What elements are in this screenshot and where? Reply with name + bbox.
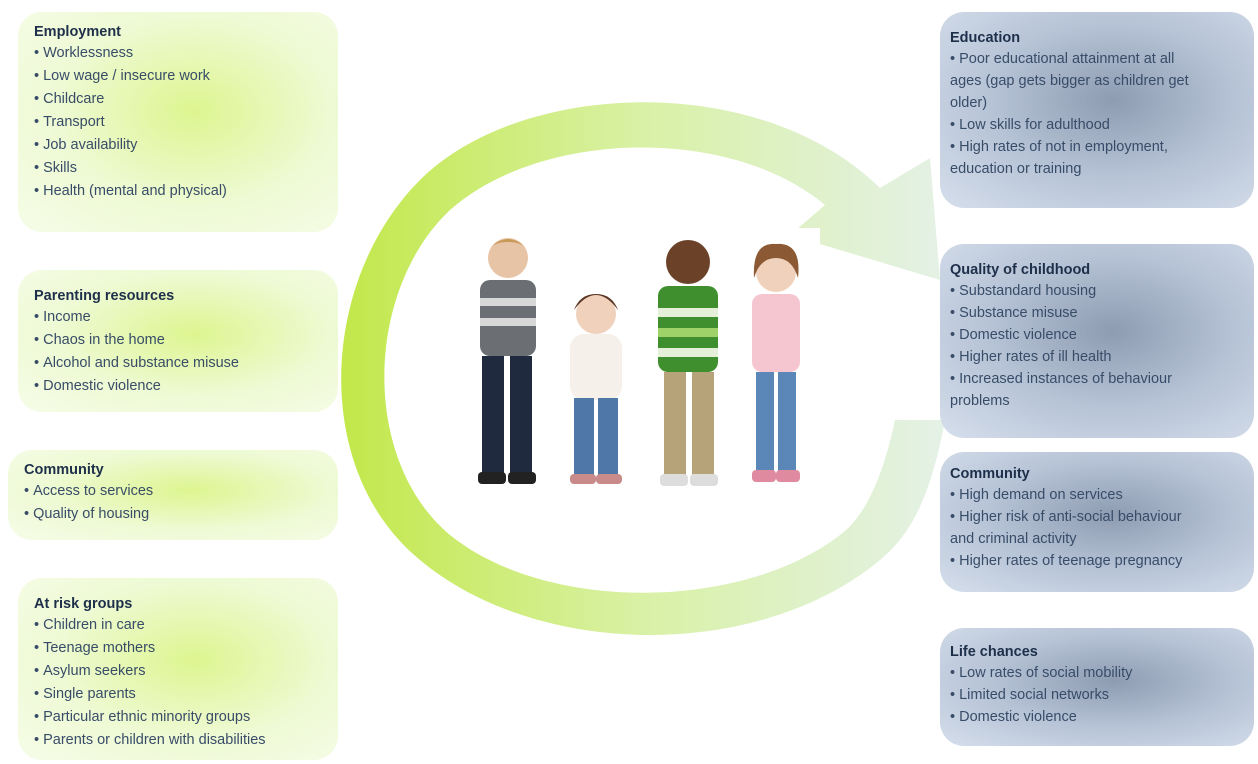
child-figure-1 [478,238,536,484]
list-line: education or training [950,161,1082,177]
quality-of-childhood-box: Quality of childhood • Substandard housi… [940,244,1254,438]
community-right-box: Community • High demand on services • Hi… [940,452,1254,592]
child-figure-2 [570,294,622,484]
list-item: Single parents [34,683,328,706]
list-item: Alcohol and substance misuse [34,352,328,375]
box-title: Life chances [950,644,1038,660]
list-item: Skills [34,157,328,180]
list-line: • Domestic violence [950,709,1077,725]
list-line: • Limited social networks [950,687,1109,703]
box-title: Quality of childhood [950,262,1091,278]
list-item: Income [34,306,328,329]
list-line: • Higher risk of anti-social behaviour [950,509,1182,525]
list-line: • Substance misuse [950,305,1078,321]
list-item: Teenage mothers [34,637,328,660]
education-box: Education • Poor educational attainment … [940,12,1254,208]
list-line: • Domestic violence [950,327,1077,343]
child-figure-4 [752,243,800,482]
list-line: • High rates of not in employment, [950,139,1168,155]
list-item: Job availability [34,134,328,157]
list-line: • Higher rates of teenage pregnancy [950,553,1183,569]
list-item: Parents or children with disabilities [34,729,328,752]
list-item: Low wage / insecure work [34,65,328,88]
list-line: and criminal activity [950,531,1077,547]
list-item: Access to services [24,480,328,503]
list-line: • Poor educational attainment at all [950,51,1175,67]
box-title: Community [24,462,104,478]
list-item: Transport [34,111,328,134]
life-chances-box: Life chances • Low rates of social mobil… [940,628,1254,746]
employment-box: Employment Worklessness Low wage / insec… [18,12,338,232]
list-line: problems [950,393,1010,409]
parenting-resources-box: Parenting resources Income Chaos in the … [18,270,338,412]
box-title: Education [950,30,1021,46]
box-title: Community [950,466,1030,482]
list-item: Particular ethnic minority groups [34,706,328,729]
list-item: Chaos in the home [34,329,328,352]
list-item: Children in care [34,614,328,637]
child-figure-3 [658,240,718,486]
list-item: Asylum seekers [34,660,328,683]
list-item: Quality of housing [24,503,328,526]
list-line: • High demand on services [950,487,1123,503]
list-line: older) [950,95,988,111]
at-risk-groups-box: At risk groups Children in care Teenage … [18,578,338,760]
list-line: • Low rates of social mobility [950,665,1133,681]
children-photo [452,228,820,500]
list-item: Childcare [34,88,328,111]
list-line: • Low skills for adulthood [950,117,1110,133]
list-item: Health (mental and physical) [34,180,328,203]
list-line: • Higher rates of ill health [950,349,1112,365]
box-title: At risk groups [34,596,133,612]
list-item: Worklessness [34,42,328,65]
list-line: • Substandard housing [950,283,1097,299]
box-title: Employment [34,24,122,40]
list-line: ages (gap gets bigger as children get [950,73,1189,89]
list-item: Domestic violence [34,375,328,398]
list-line: • Increased instances of behaviour [950,371,1172,387]
community-left-box: Community Access to services Quality of … [8,450,338,540]
box-title: Parenting resources [34,288,175,304]
